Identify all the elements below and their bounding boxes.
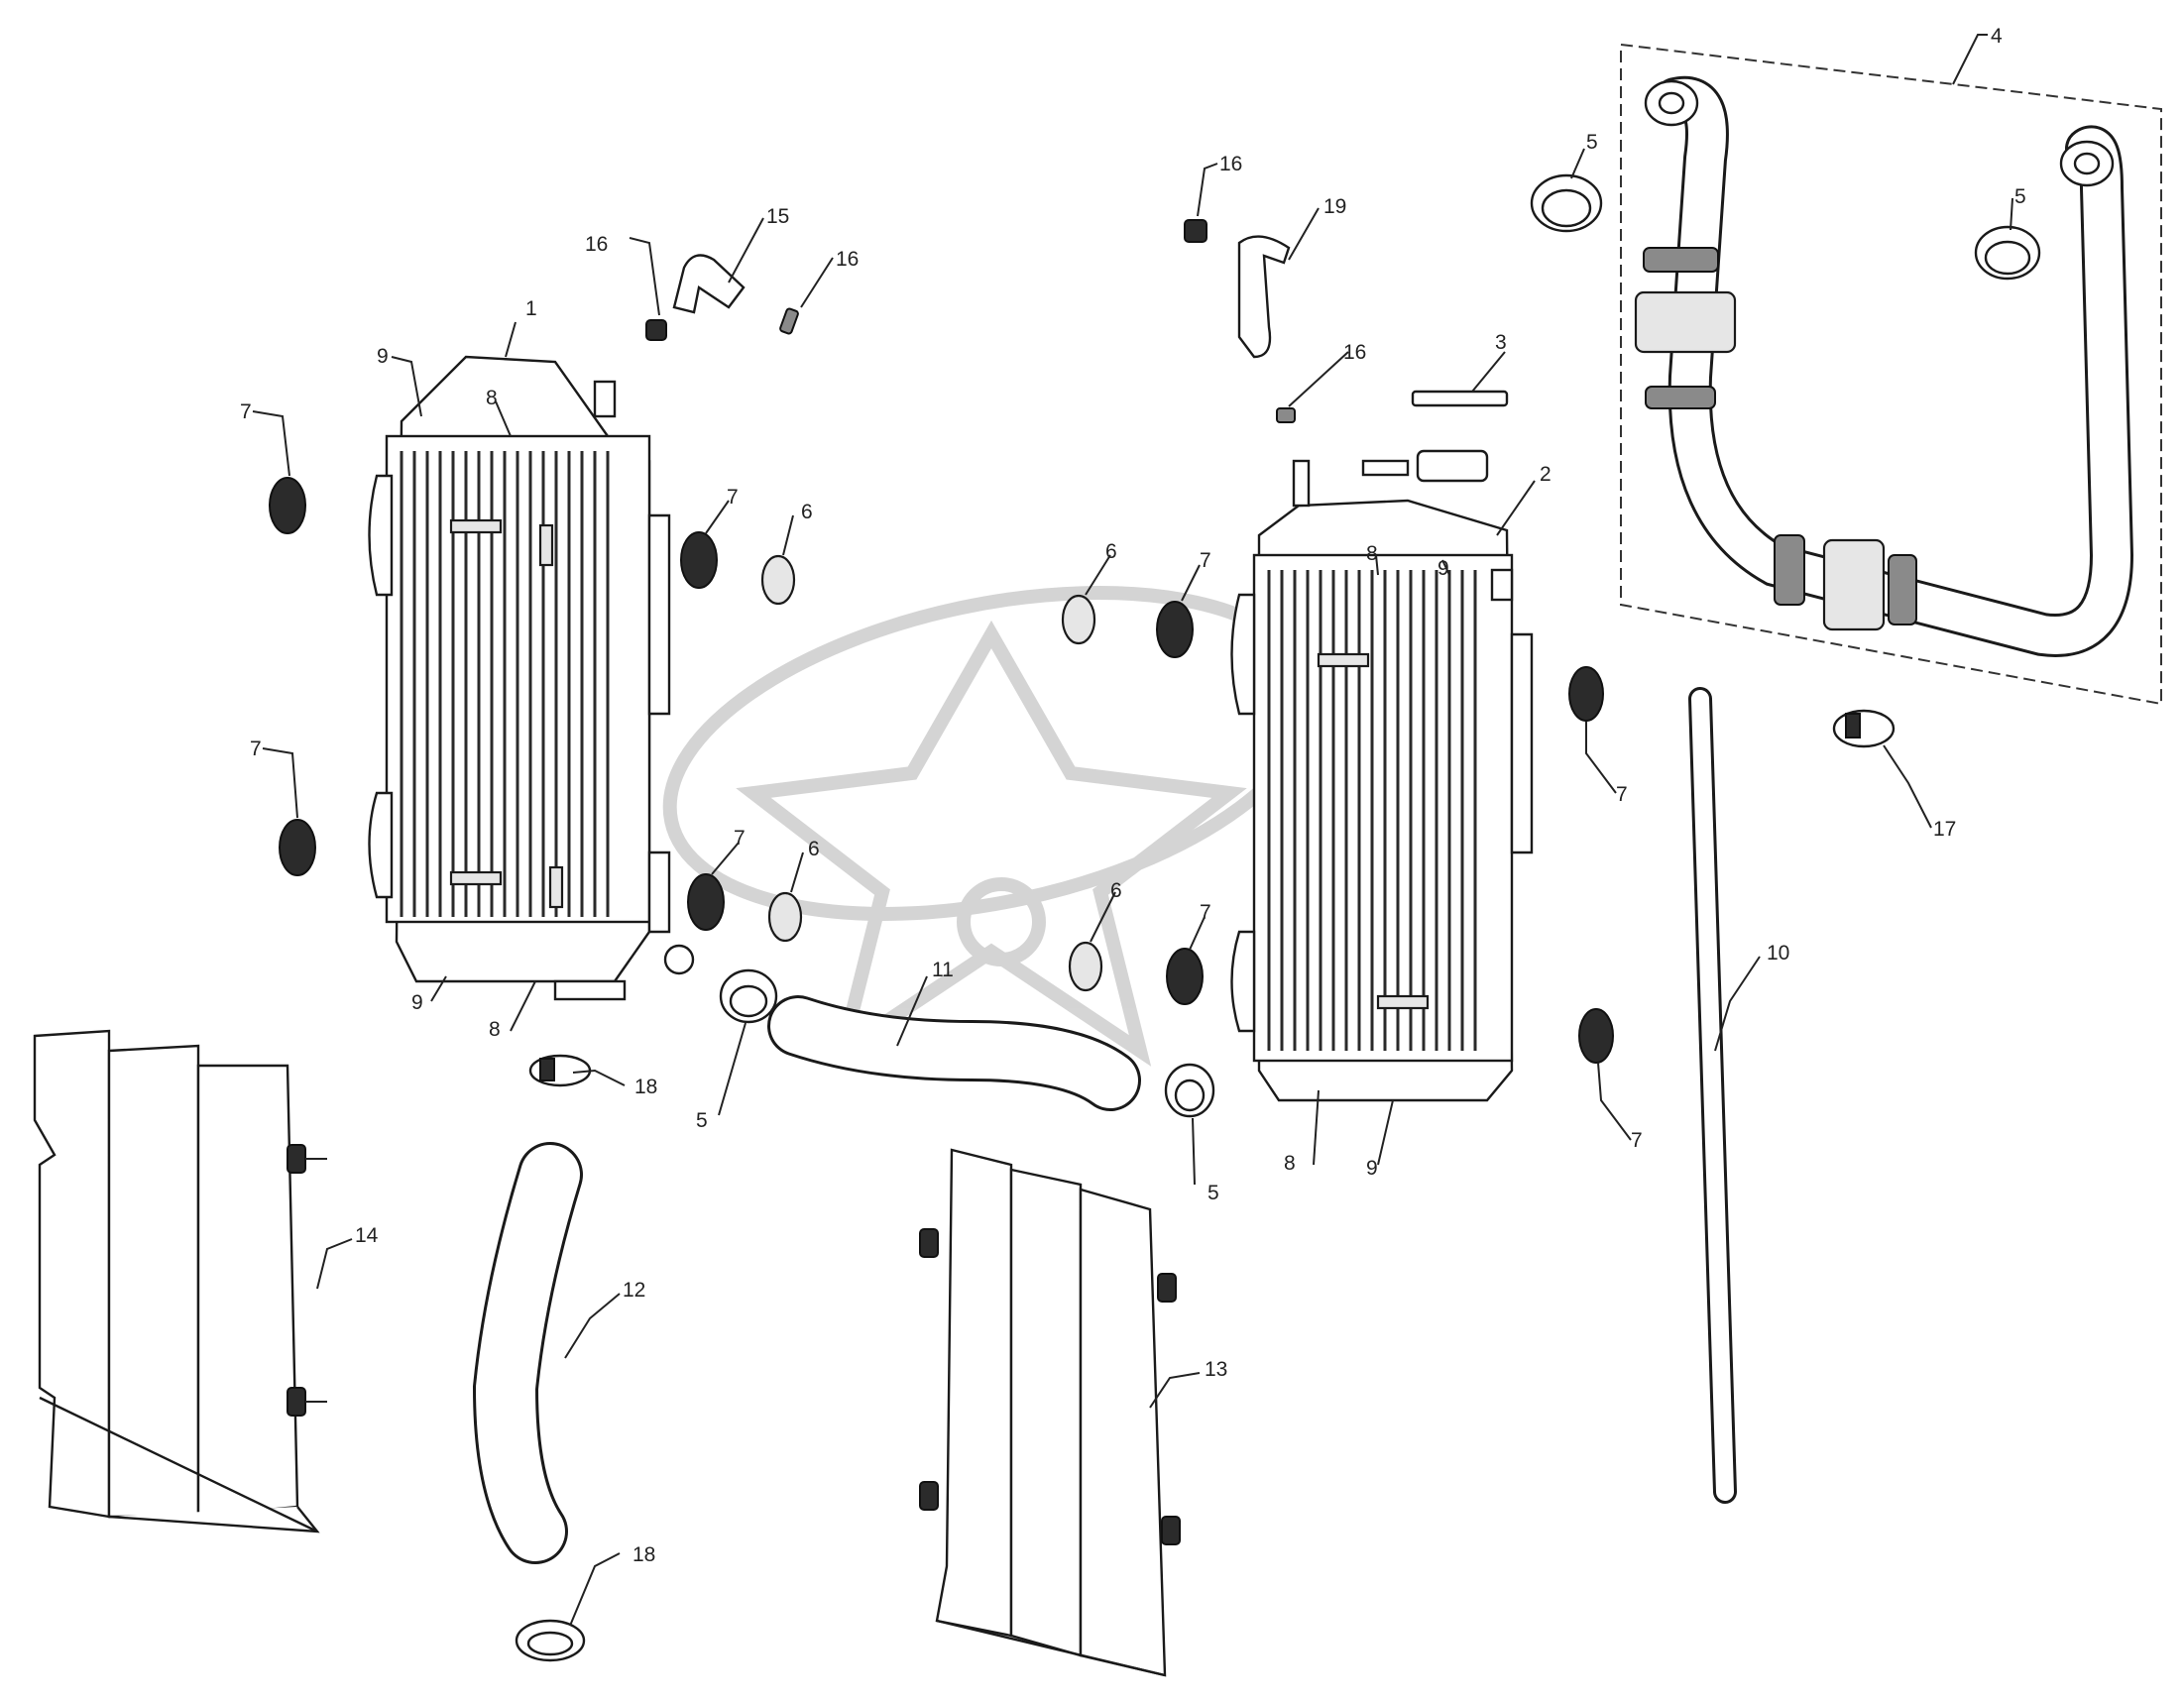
callout-17: 17	[1933, 818, 1956, 841]
leader-lines	[252, 34, 2013, 1627]
callout-5-clamp-upper-right: 5	[2014, 185, 2026, 208]
callout-8-a: 8	[486, 387, 498, 409]
callout-1: 1	[525, 297, 537, 320]
callout-7-a: 7	[240, 400, 252, 423]
callout-9-d: 9	[1366, 1157, 1378, 1180]
hose-assembly	[1620, 43, 2162, 706]
callout-7-d: 7	[734, 827, 746, 850]
louver-guard-right	[919, 1148, 1181, 1677]
small-fittings	[645, 219, 1509, 423]
callout-4: 4	[1991, 25, 2003, 48]
callout-7-g: 7	[1616, 783, 1628, 806]
callout-16-c: 16	[1219, 153, 1242, 175]
callout-11: 11	[932, 959, 954, 981]
callout-7-h: 7	[1631, 1129, 1643, 1152]
callout-5-clamp-upper-left: 5	[1586, 131, 1598, 154]
callout-9-c: 9	[1437, 557, 1449, 580]
callout-13: 13	[1205, 1358, 1227, 1381]
callout-10: 10	[1767, 942, 1789, 965]
callout-14: 14	[355, 1224, 379, 1247]
callout-6-c: 6	[1105, 540, 1117, 563]
callout-7-f: 7	[1200, 901, 1211, 924]
callout-9-a: 9	[377, 345, 389, 368]
callout-6-b: 6	[808, 838, 820, 860]
callout-3: 3	[1495, 331, 1507, 354]
radiator-left	[368, 355, 695, 1001]
callout-6-d: 6	[1110, 879, 1122, 902]
callout-16-d: 16	[1343, 341, 1366, 364]
callout-18-b: 18	[632, 1543, 655, 1566]
louver-guard-left	[33, 1029, 327, 1534]
callout-2: 2	[1540, 463, 1552, 486]
callout-7-e: 7	[1200, 549, 1211, 572]
callout-5-clamp-right: 5	[1207, 1182, 1219, 1204]
callout-8-c: 8	[1366, 542, 1378, 565]
callout-7-c: 7	[727, 486, 739, 509]
callout-16-a: 16	[585, 233, 608, 256]
radiator-left-core	[400, 451, 610, 917]
callout-12: 12	[623, 1279, 645, 1302]
callout-labels: 1 2 3 4 5 5 5 5 6 6 6 6 7 7 7 7 7 7 7 7 …	[240, 25, 2026, 1566]
callout-15: 15	[766, 205, 789, 228]
callout-16-b: 16	[836, 248, 859, 271]
radiator-right	[1230, 449, 1534, 1102]
callout-19: 19	[1323, 195, 1346, 218]
callout-9-b: 9	[411, 991, 423, 1014]
callout-7-b: 7	[250, 738, 262, 760]
hose-clamps	[515, 173, 2041, 1662]
callout-8-b: 8	[489, 1018, 501, 1041]
hoses	[472, 687, 1737, 1564]
callout-6-a: 6	[801, 501, 813, 523]
callout-5-clamp-left: 5	[696, 1109, 708, 1132]
callout-8-d: 8	[1284, 1152, 1296, 1175]
grommets-and-washers	[269, 477, 1614, 1064]
radiator-right-core	[1267, 570, 1477, 1051]
callout-18-a: 18	[634, 1076, 657, 1098]
